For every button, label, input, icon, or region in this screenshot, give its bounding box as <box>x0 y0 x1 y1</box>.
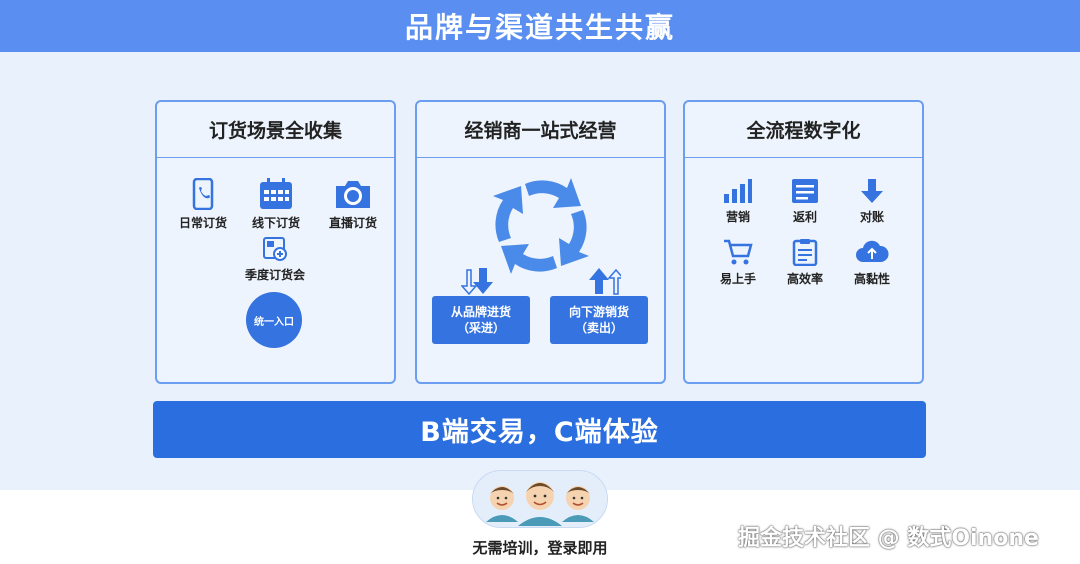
unified-entry-button[interactable]: 统一入口 <box>246 292 302 348</box>
watermark: 掘金技术社区 @ 数式Oinone <box>738 526 1039 551</box>
item-easy-to-use: 易上手 <box>698 238 778 287</box>
cart-icon <box>724 239 753 265</box>
item-rebate: 返利 <box>765 178 845 225</box>
top-banner: 品牌与渠道共生共赢 <box>0 0 1080 52</box>
item-label: 高效率 <box>786 272 823 286</box>
panel-title: 经销商一站式经营 <box>417 102 664 158</box>
calendar-icon <box>260 178 292 209</box>
bottom-bar: B端交易，C端体验 <box>153 401 926 458</box>
item-daily-order: 日常订货 <box>163 178 243 231</box>
item-label: 季度订货会 <box>244 268 305 282</box>
item-label: 日常订货 <box>178 216 227 230</box>
item-label: 直播订货 <box>328 216 377 230</box>
footer-caption: 无需培训，登录即用 <box>472 539 608 557</box>
panel-dealer-operations: 经销商一站式经营 从品牌进货 （采进） 向下游销货 （卖出） <box>415 100 666 384</box>
flow-box-sales: 向下游销货 （卖出） <box>550 296 648 344</box>
panel-order-scenarios: 订货场景全收集 日常订货 线下订货 直播订货 <box>155 100 396 384</box>
bottom-bar-text: B端交易，C端体验 <box>420 417 659 448</box>
item-season-order: 季度订货会 <box>235 236 315 283</box>
rebate-icon <box>792 179 818 203</box>
panel-title: 全流程数字化 <box>685 102 922 158</box>
cycle-arrows-icon <box>493 178 589 274</box>
up-arrows-icon <box>589 268 621 295</box>
item-efficiency: 高效率 <box>765 238 845 287</box>
item-stickiness: 高黏性 <box>832 238 912 287</box>
page-title: 品牌与渠道共生共赢 <box>404 11 675 44</box>
clipboard-icon <box>792 239 818 266</box>
avatar-pill <box>472 470 608 528</box>
download-arrow-icon <box>861 179 883 203</box>
down-arrows-icon <box>461 268 493 296</box>
season-order-icon <box>263 237 287 261</box>
item-label: 返利 <box>792 210 817 224</box>
item-label: 对账 <box>859 210 884 224</box>
flow-line: 从品牌进货 <box>450 305 511 319</box>
item-label: 营销 <box>725 210 750 224</box>
item-label: 易上手 <box>719 272 756 286</box>
panel-digitalization: 全流程数字化 营销 返利 对账 易上手 <box>683 100 924 384</box>
bar-chart-icon <box>724 179 752 203</box>
phone-icon <box>192 178 214 210</box>
cloud-upload-icon <box>856 240 889 262</box>
item-label: 高黏性 <box>853 272 890 286</box>
flow-line: （卖出） <box>574 321 623 335</box>
flow-box-purchase: 从品牌进货 （采进） <box>432 296 530 344</box>
people-avatars-icon <box>486 482 594 526</box>
item-marketing: 营销 <box>698 178 778 225</box>
camera-icon <box>336 181 370 208</box>
item-offline-order: 线下订货 <box>236 178 316 231</box>
panel-title: 订货场景全收集 <box>157 102 394 158</box>
flow-line: 向下游销货 <box>568 305 629 319</box>
item-label: 线下订货 <box>251 216 300 230</box>
item-live-order: 直播订货 <box>313 178 393 231</box>
item-reconciliation: 对账 <box>832 178 912 225</box>
flow-line: （采进） <box>456 321 505 335</box>
